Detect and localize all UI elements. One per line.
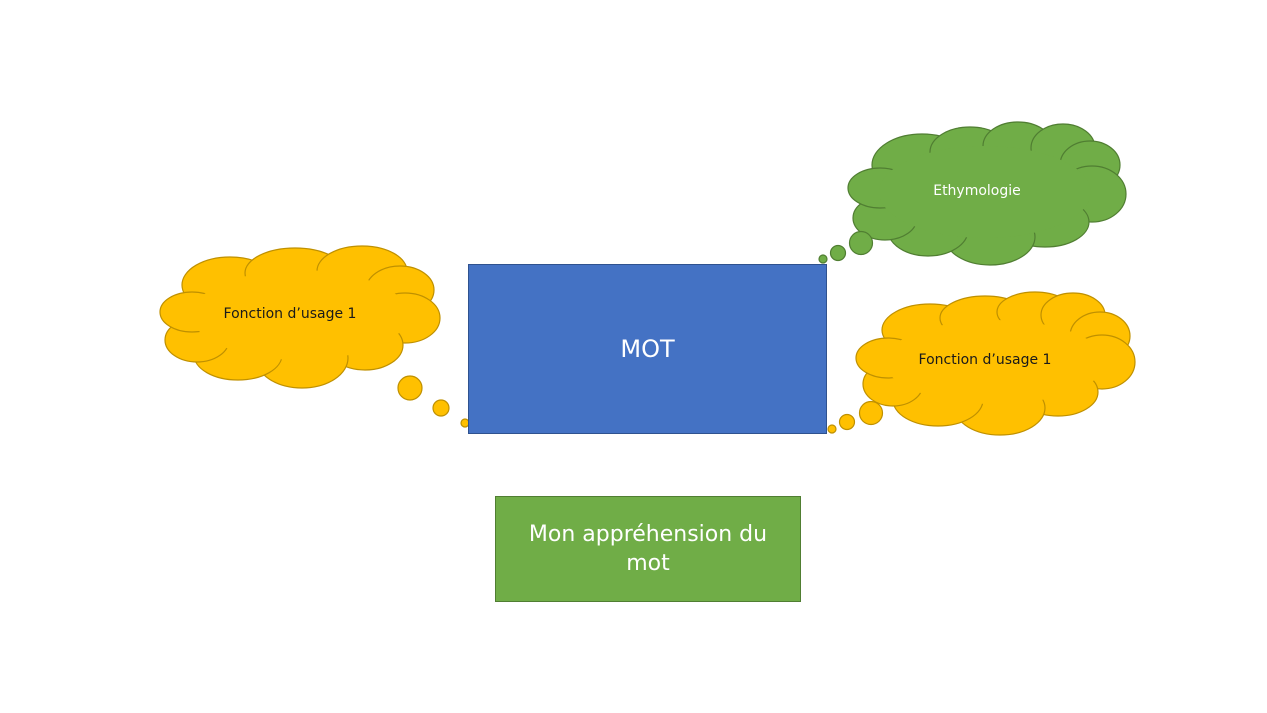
cloud-right[interactable]	[855, 291, 1136, 436]
apprehension-label: Mon appréhension du mot	[528, 522, 768, 576]
cloud-right-bubbles	[827, 400, 884, 434]
mot-label: MOT	[620, 335, 675, 363]
cloud-left-bubbles	[397, 375, 470, 428]
cloud-left[interactable]	[159, 245, 441, 389]
cloud-top-right-label: Ethymologie	[933, 183, 1021, 199]
cloud-top-right[interactable]	[847, 121, 1127, 266]
cloud-left-label: Fonction d’usage 1	[223, 306, 357, 322]
mot-box[interactable]: MOT	[468, 264, 827, 434]
cloud-right-label: Fonction d’usage 1	[918, 352, 1052, 368]
apprehension-box[interactable]: Mon appréhension du mot	[495, 496, 801, 602]
cloud-top-right-bubbles	[818, 230, 874, 264]
